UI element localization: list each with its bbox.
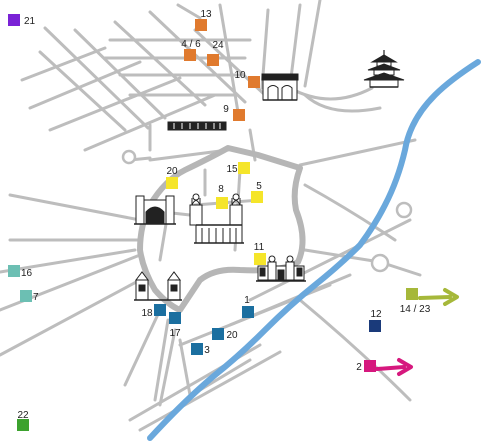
marker-square[interactable] [251,191,263,203]
arch-gate-icon [261,73,299,101]
map-marker-m1[interactable]: 1 [242,295,254,318]
marker-label: 22 [17,410,29,421]
roundabout-circle [370,253,390,273]
marker-square[interactable] [212,328,224,340]
marker-label: 9 [223,104,229,115]
ring-road [137,145,306,313]
marker-square[interactable] [191,343,203,355]
map-marker-m15[interactable]: 15 [226,162,250,175]
marker-square[interactable] [166,177,178,189]
marker-square[interactable] [17,419,29,431]
sendlinger-tor-icon [134,271,182,301]
marker-label: 5 [256,181,262,192]
marker-square[interactable] [364,360,376,372]
marker-label: 3 [204,345,210,356]
marker-label: 8 [218,184,224,195]
marker-square[interactable] [242,306,254,318]
map-marker-m2[interactable]: 2 [356,360,376,373]
marker-square[interactable] [154,304,166,316]
marker-label: 1 [244,295,250,306]
map-marker-m5[interactable]: 5 [251,181,263,203]
map-marker-m14-23[interactable]: 14 / 23 [400,288,431,315]
marker-label: 20 [226,330,238,341]
marker-square[interactable] [169,312,181,324]
marker-label: 24 [212,40,224,51]
map-marker-m7[interactable]: 7 [20,290,39,303]
marker-square[interactable] [248,76,260,88]
marker-square[interactable] [254,253,266,265]
river [147,59,481,441]
marker-square[interactable] [20,290,32,302]
marker-label: 10 [234,70,246,81]
marker-label: 20 [166,166,178,177]
marker-square[interactable] [8,14,20,26]
arrow-right-icon [418,288,459,306]
marker-group: 21 13 4 / 6 24 10 9 20 158 5 11 16 7 1 18 17 20 3 12 14 / … [8,9,431,431]
map-marker-m21[interactable]: 21 [8,14,36,27]
marker-square[interactable] [233,109,245,121]
marker-square[interactable] [184,49,196,61]
map-marker-m4-6[interactable]: 4 / 6 [181,39,201,61]
marker-label: 4 / 6 [181,39,201,50]
map-marker-m10[interactable]: 10 [234,70,260,88]
map-marker-m13[interactable]: 13 [195,9,212,31]
map-marker-m24[interactable]: 24 [207,40,224,66]
marker-square[interactable] [216,197,228,209]
marker-square[interactable] [195,19,207,31]
marker-label: 2 [356,362,362,373]
arrow-group [375,288,459,376]
marker-square[interactable] [406,288,418,300]
map-marker-m9[interactable]: 9 [223,104,245,121]
marker-label: 18 [141,308,153,319]
marker-label: 13 [200,9,212,20]
marker-square[interactable] [369,320,381,332]
map-marker-m20b[interactable]: 20 [212,328,238,341]
church-towers-icon [189,193,243,226]
map-marker-m8[interactable]: 8 [216,184,228,209]
marker-label: 16 [21,268,33,279]
marker-label: 11 [254,242,265,253]
map-marker-m20y[interactable]: 20 [166,166,178,189]
map-marker-m17[interactable]: 17 [169,312,181,339]
marker-label: 15 [226,164,238,175]
marker-square[interactable] [238,162,250,174]
roundabout-circle [121,149,137,165]
map-marker-m12[interactable]: 12 [369,309,382,332]
marker-label: 21 [24,16,36,27]
map-marker-m22[interactable]: 22 [17,410,29,431]
marker-label: 7 [33,292,39,303]
arrow-right-icon [375,358,413,376]
marker-label: 14 / 23 [400,304,431,315]
gate-building-icon [134,195,176,225]
marker-label: 12 [370,309,382,320]
map-marker-m11[interactable]: 11 [254,242,266,265]
map-marker-m3[interactable]: 3 [191,343,210,356]
colonnade-icon [167,121,227,131]
cathedral-icon [194,224,244,244]
isartor-icon [256,255,306,282]
marker-square[interactable] [207,54,219,66]
map-marker-m18[interactable]: 18 [141,304,166,319]
pagoda-icon [363,50,405,88]
marker-square[interactable] [8,265,20,277]
marker-label: 17 [169,328,181,339]
map-marker-m16[interactable]: 16 [8,265,33,279]
roundabout-circle [395,201,413,219]
